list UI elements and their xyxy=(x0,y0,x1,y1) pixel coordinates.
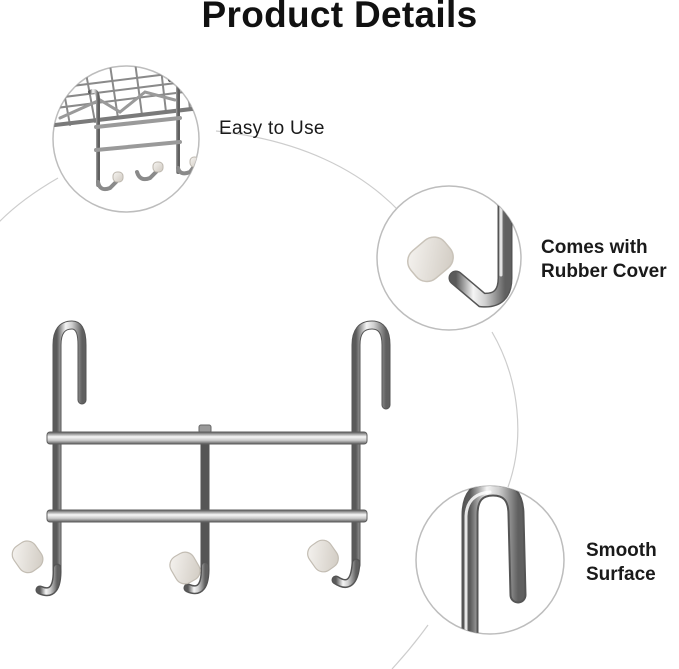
detail-circle-smooth-surface xyxy=(415,485,565,635)
detail-circle-easy-to-use xyxy=(52,65,200,213)
detail-circle-rubber-cover xyxy=(376,185,522,331)
callout-rubber-cover: Comes with Rubber Cover xyxy=(541,236,667,284)
guide-arc-right xyxy=(491,331,519,488)
callout-smooth-surface-line1: Smooth xyxy=(586,540,657,561)
callout-smooth-surface: Smooth Surface xyxy=(586,539,657,587)
guide-lines xyxy=(0,130,519,669)
callout-rubber-cover-line2: Rubber Cover xyxy=(541,261,667,282)
guide-arc-bottom xyxy=(391,624,429,669)
callout-rubber-cover-line1: Comes with xyxy=(541,237,648,258)
guide-arc-top xyxy=(215,130,401,213)
callout-easy-to-use: Easy to Use xyxy=(219,118,325,139)
rubber-caps xyxy=(11,539,339,585)
guide-arc-left xyxy=(0,177,59,222)
page-title: Product Details xyxy=(201,0,478,35)
callout-smooth-surface-line2: Surface xyxy=(586,564,656,585)
hook-rack-main xyxy=(11,320,391,597)
